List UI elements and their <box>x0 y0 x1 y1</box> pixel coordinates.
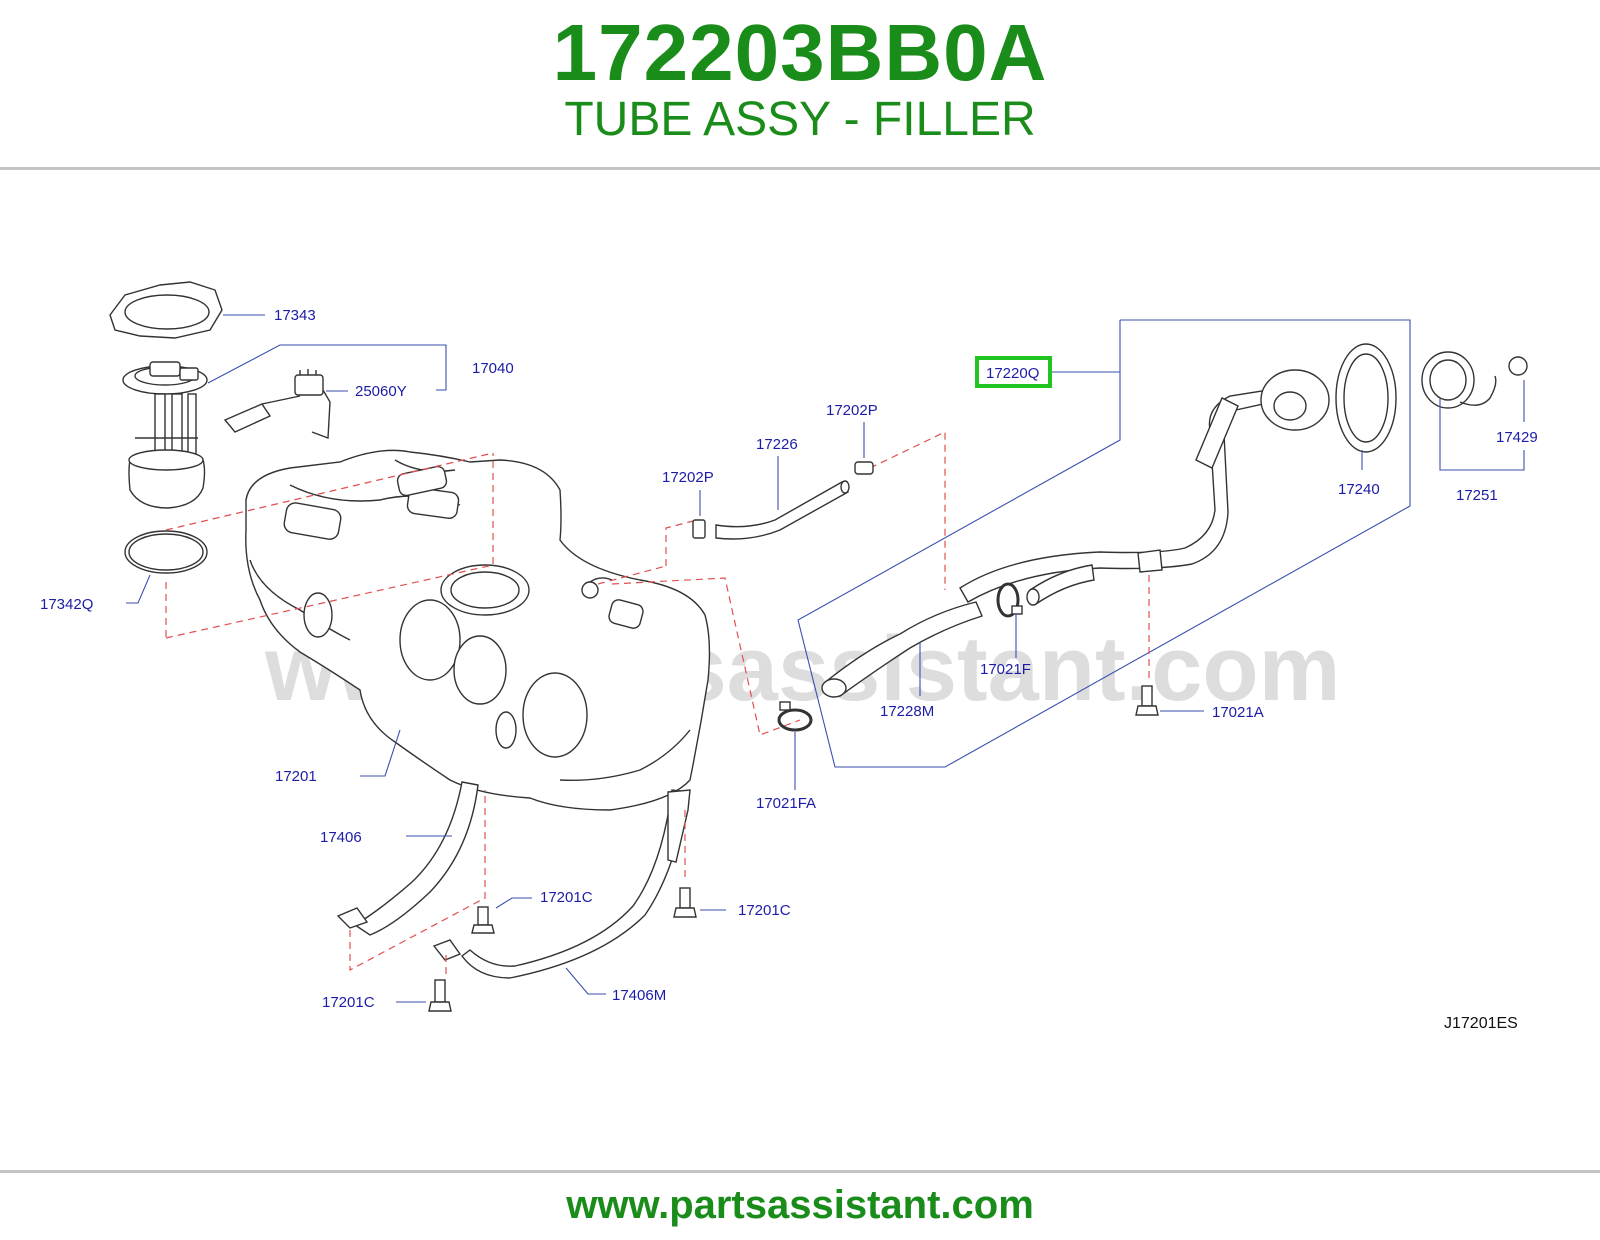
align-line-strap-left <box>349 790 486 971</box>
callout-17021FA[interactable]: 17021FA <box>756 795 816 812</box>
exploded-parts-diagram: www.partsassistant.com 17201 17343 <box>0 170 1600 1170</box>
part-number-title: 172203BB0A <box>552 8 1048 97</box>
leader-17040 <box>207 344 447 391</box>
fuel-pump-assembly-17040[interactable] <box>122 361 208 509</box>
diagram-reference-code: J17201ES <box>1444 1015 1518 1032</box>
header-divider <box>0 167 1600 170</box>
leader-17406M <box>565 967 606 995</box>
fuel-gauge-sender-25060Y[interactable] <box>223 369 331 439</box>
filler-hose-17228M[interactable] <box>821 564 1095 698</box>
breather-hose-17226[interactable] <box>715 480 850 540</box>
header: 172203BB0A TUBE ASSY - FILLER <box>0 0 1600 168</box>
tank-strap-17406M[interactable] <box>432 789 691 979</box>
leader-17201 <box>360 729 401 777</box>
pump-o-ring-17342Q[interactable] <box>124 530 208 574</box>
breather-clip-17202P-right[interactable] <box>854 461 874 475</box>
filler-tube-group-frame <box>797 319 1411 768</box>
align-line-breather-clip <box>869 431 946 590</box>
filler-gasket-17240[interactable] <box>1335 343 1397 453</box>
cap-tether-17429[interactable] <box>1508 356 1528 376</box>
footer-website-link[interactable]: www.partsassistant.com <box>566 1183 1034 1227</box>
part-name-subtitle: TUBE ASSY - FILLER <box>564 93 1036 146</box>
highlight-box-17220Q <box>975 356 1052 388</box>
callout-25060Y[interactable]: 25060Y <box>355 383 407 400</box>
align-line-pump-top <box>165 452 494 531</box>
footer-divider <box>0 1170 1600 1173</box>
callout-17226[interactable]: 17226 <box>756 436 798 453</box>
callout-17240[interactable]: 17240 <box>1338 481 1380 498</box>
callout-17201C-c[interactable]: 17201C <box>322 994 375 1011</box>
tank-strap-17406[interactable] <box>336 781 479 936</box>
callout-17201C-b[interactable]: 17201C <box>738 902 791 919</box>
hose-clamp-17021FA[interactable] <box>777 701 813 732</box>
callout-17202P-left[interactable]: 17202P <box>662 469 714 486</box>
callout-17202P-right[interactable]: 17202P <box>826 402 878 419</box>
filler-tube-bolt-17021A[interactable] <box>1135 685 1159 716</box>
callout-17021A[interactable]: 17021A <box>1212 704 1264 721</box>
callout-17343[interactable]: 17343 <box>274 307 316 324</box>
filler-tube-17220Q[interactable] <box>959 369 1330 603</box>
callout-17429[interactable]: 17429 <box>1496 429 1538 446</box>
callout-17228M[interactable]: 17228M <box>880 703 934 720</box>
filler-cap-17251[interactable] <box>1421 351 1497 409</box>
callout-17251[interactable]: 17251 <box>1456 487 1498 504</box>
leader-17251 <box>1439 398 1525 471</box>
callout-17021F[interactable]: 17021F <box>980 661 1031 678</box>
pump-o-ring-inner <box>128 533 204 571</box>
diagram-canvas: www.partsassistant.com 17201 17343 <box>40 281 1538 1032</box>
hose-clamp-17021F[interactable] <box>996 582 1023 618</box>
callout-17201[interactable]: 17201 <box>275 768 317 785</box>
callout-17201C-a[interactable]: 17201C <box>540 889 593 906</box>
strap-bolt-17201C-a[interactable] <box>471 906 495 934</box>
callout-17040[interactable]: 17040 <box>472 360 514 377</box>
fuel-tank-17201[interactable] <box>245 449 711 811</box>
leader-17201C-a <box>495 897 532 909</box>
callout-17406M[interactable]: 17406M <box>612 987 666 1004</box>
align-line-pump-bore <box>165 453 494 639</box>
callout-17220Q[interactable]: 17220Q <box>986 365 1039 382</box>
align-line-tank-neck <box>611 577 801 736</box>
strap-bolt-17201C-b[interactable] <box>673 887 697 918</box>
callout-17406[interactable]: 17406 <box>320 829 362 846</box>
align-line-breather-a <box>665 519 698 566</box>
callout-17342Q[interactable]: 17342Q <box>40 596 93 613</box>
pump-cover-ring-17343[interactable] <box>109 281 223 339</box>
leader-17342Q <box>126 574 151 604</box>
breather-clip-17202P-left[interactable] <box>692 519 706 539</box>
strap-bolt-17201C-c[interactable] <box>428 979 452 1012</box>
